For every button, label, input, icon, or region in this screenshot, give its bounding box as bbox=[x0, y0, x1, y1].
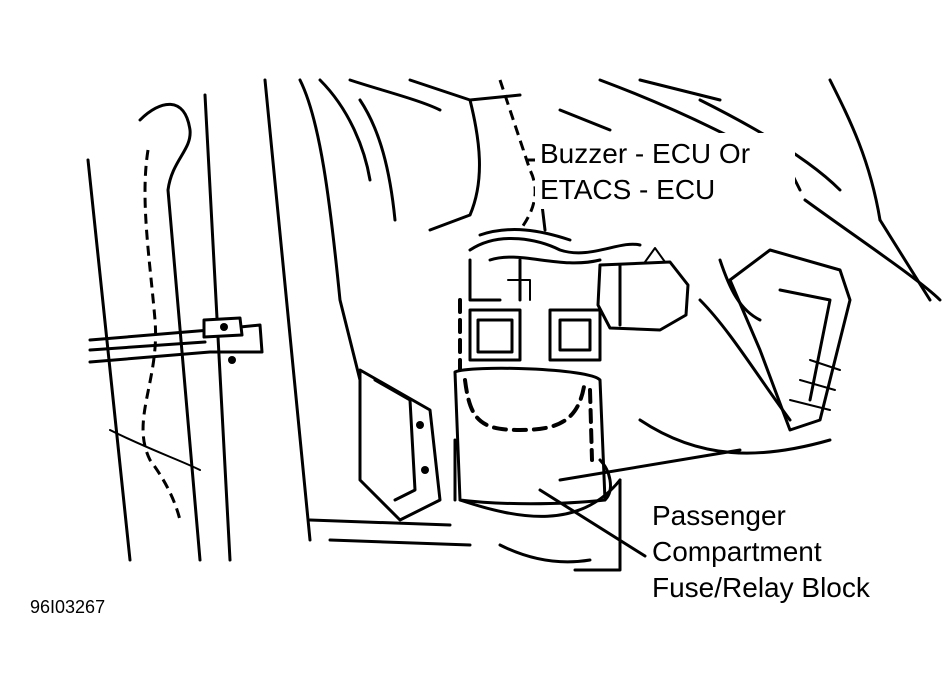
right-support bbox=[558, 248, 852, 482]
fuse-relay-block-label: Passenger Compartment Fuse/Relay Block bbox=[652, 498, 870, 606]
buzzer-ecu-area bbox=[458, 228, 690, 382]
fuse-relay-label-line3: Fuse/Relay Block bbox=[652, 572, 870, 603]
fuse-relay-label-line2: Compartment bbox=[652, 536, 822, 567]
a-pillar bbox=[263, 78, 397, 542]
door-check-strap bbox=[88, 316, 264, 364]
fuse-relay-label-line1: Passenger bbox=[652, 500, 786, 531]
buzzer-ecu-label-line1: Buzzer - ECU Or bbox=[540, 138, 751, 169]
figure-code: 96I03267 bbox=[30, 597, 106, 617]
buzzer-ecu-label-line2: ETACS - ECU bbox=[540, 174, 716, 205]
buzzer-ecu-label: Buzzer - ECU Or ETACS - ECU bbox=[540, 136, 750, 208]
fuse-relay-block bbox=[453, 366, 612, 506]
lower-bracket bbox=[308, 368, 622, 572]
